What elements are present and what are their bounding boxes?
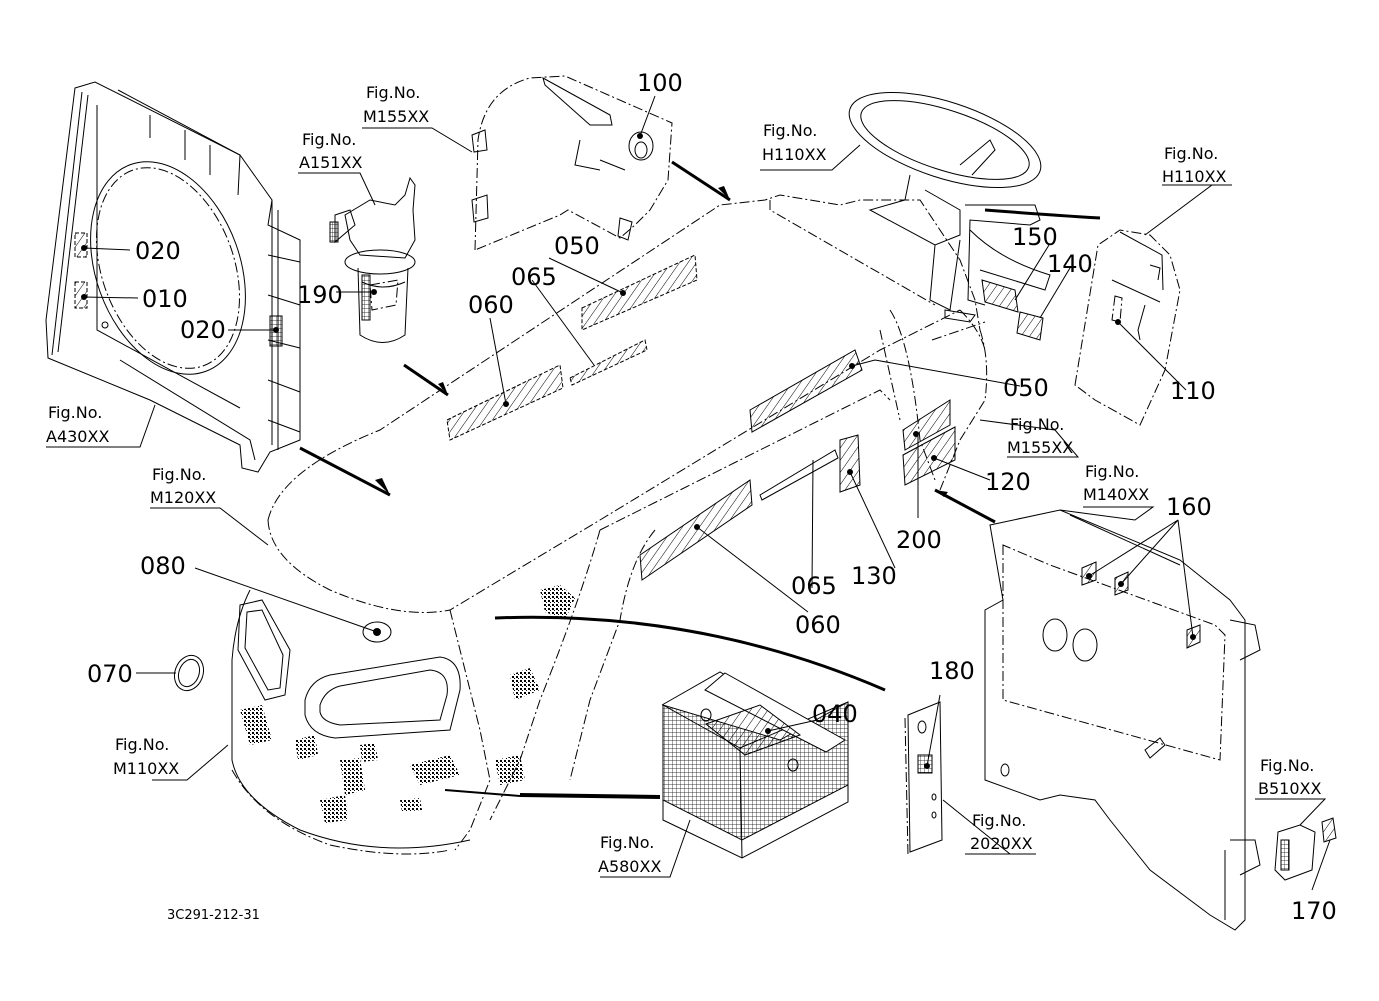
battery: [661, 671, 849, 859]
fig-code: H110XX: [762, 145, 827, 164]
callout-110: 110: [1170, 377, 1216, 405]
svg-text:Fig.No.: Fig.No.: [366, 83, 420, 102]
fig-code: A580XX: [598, 857, 661, 876]
radiator-shroud: [45, 81, 301, 473]
fig-code: M110XX: [113, 759, 179, 778]
callout-130: 130: [851, 562, 897, 590]
fig-ref-m155-top[interactable]: Fig.No. M155XX: [363, 83, 429, 126]
callout-160: 160: [1166, 493, 1212, 521]
callout-100: 100: [637, 69, 683, 97]
assembly-arrows: [299, 160, 1101, 799]
fig-code: 2020XX: [970, 834, 1033, 853]
svg-text:Fig.No.: Fig.No.: [48, 403, 102, 422]
callout-010: 010: [142, 285, 188, 313]
dash-panel: [984, 509, 1261, 931]
svg-text:Fig.No.: Fig.No.: [1260, 756, 1314, 775]
fig-ref-a430[interactable]: Fig.No. A430XX: [46, 403, 109, 446]
callout-065: 065: [791, 572, 837, 600]
bonnet: [267, 194, 988, 851]
svg-text:Fig.No.: Fig.No.: [1010, 415, 1064, 434]
callout-040: 040: [812, 700, 858, 728]
callout-labels: 020 010 020 190 100 050 065 060 150 140 …: [87, 69, 1337, 925]
bracket-plate: [904, 701, 943, 856]
callout-050: 050: [1003, 374, 1049, 402]
callout-150: 150: [1012, 223, 1058, 251]
callout-140: 140: [1047, 250, 1093, 278]
fig-ref-a580[interactable]: Fig.No. A580XX: [598, 833, 661, 876]
callout-060: 060: [795, 611, 841, 639]
fig-code: A430XX: [46, 427, 109, 446]
fig-code: B510XX: [1258, 779, 1321, 798]
callout-060: 060: [468, 291, 514, 319]
fig-ref-h110-wheel[interactable]: Fig.No. H110XX: [762, 121, 827, 164]
drawing-code: 3C291-212-31: [167, 908, 260, 923]
fig-code: M155XX: [1007, 438, 1073, 457]
callout-065: 065: [511, 263, 557, 291]
fig-code: M120XX: [150, 488, 216, 507]
fig-ref-2020[interactable]: Fig.No. 2020XX: [970, 811, 1033, 853]
callout-070: 070: [87, 660, 133, 688]
fig-code: M155XX: [363, 107, 429, 126]
callout-020: 020: [135, 237, 181, 265]
callout-020: 020: [180, 316, 226, 344]
fuel-filter: [329, 176, 416, 343]
front-grille: [173, 585, 575, 855]
callout-180: 180: [929, 657, 975, 685]
fig-code: M140XX: [1083, 485, 1149, 504]
rear-hood-panel: [471, 75, 673, 251]
svg-text:Fig.No.: Fig.No.: [115, 735, 169, 754]
figure-references: Fig.No. M155XX Fig.No. A151XX Fig.No. A4…: [46, 83, 1321, 876]
fig-code: H110XX: [1162, 167, 1227, 186]
callout-050: 050: [554, 232, 600, 260]
svg-text:Fig.No.: Fig.No.: [1164, 144, 1218, 163]
fig-ref-b510[interactable]: Fig.No. B510XX: [1258, 756, 1321, 798]
fig-ref-m120[interactable]: Fig.No. M120XX: [150, 465, 216, 507]
callout-190: 190: [297, 281, 343, 309]
fig-ref-m140[interactable]: Fig.No. M140XX: [1083, 462, 1149, 504]
svg-text:Fig.No.: Fig.No.: [152, 465, 206, 484]
callout-170: 170: [1291, 897, 1337, 925]
callout-200: 200: [896, 526, 942, 554]
steering-wheel: [848, 91, 1051, 341]
fig-ref-m110[interactable]: Fig.No. M110XX: [113, 735, 179, 778]
svg-text:Fig.No.: Fig.No.: [1085, 462, 1139, 481]
leader-lines: [46, 95, 1331, 891]
callout-080: 080: [140, 552, 186, 580]
fig-ref-a151[interactable]: Fig.No. A151XX: [299, 130, 362, 172]
fig-code: A151XX: [299, 153, 362, 172]
svg-text:Fig.No.: Fig.No.: [763, 121, 817, 140]
svg-text:Fig.No.: Fig.No.: [302, 130, 356, 149]
svg-text:Fig.No.: Fig.No.: [600, 833, 654, 852]
fig-ref-m155-side[interactable]: Fig.No. M155XX: [1007, 415, 1073, 457]
callout-120: 120: [985, 468, 1031, 496]
svg-text:Fig.No.: Fig.No.: [972, 811, 1026, 830]
fig-ref-h110-side[interactable]: Fig.No. H110XX: [1162, 144, 1227, 186]
